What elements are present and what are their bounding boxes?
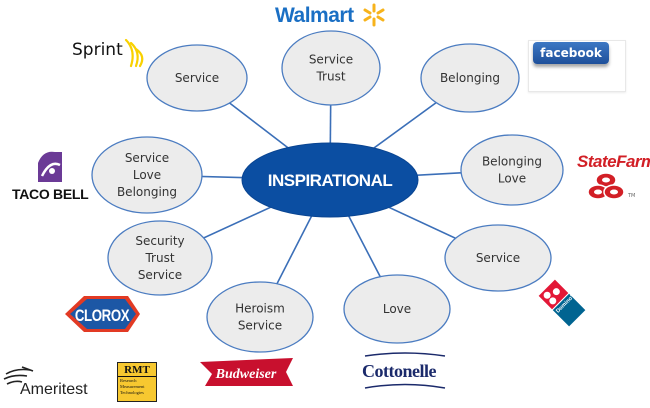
- node-dominos: Service: [444, 224, 552, 292]
- node-shape: [91, 136, 203, 214]
- node-label: Belonging: [440, 71, 500, 85]
- budweiser-text: Budweiser: [215, 367, 277, 382]
- center-node-shape: [241, 142, 419, 218]
- node-shape: [206, 281, 314, 353]
- node-label: Security: [135, 234, 184, 248]
- ameritest-horse-icon: [3, 366, 34, 385]
- sprint-swoosh-icon: [124, 38, 144, 68]
- tacobell-logo: TACO BELL: [12, 186, 89, 202]
- node-label: Service: [138, 268, 182, 282]
- clorox-logo: CLOROX: [65, 296, 140, 332]
- node-label: Heroism: [235, 302, 285, 316]
- sprint-logo: Sprint: [72, 40, 123, 60]
- node-label: Service: [238, 319, 282, 333]
- facebook-logo: facebook: [528, 40, 626, 92]
- node-label: Love: [133, 168, 161, 182]
- center-node: INSPIRATIONAL: [241, 142, 419, 218]
- walmart-logo: Walmart: [275, 4, 354, 27]
- rmt-subtitle-line: Research: [120, 378, 137, 383]
- node-label: Service: [125, 151, 169, 165]
- clorox-text: CLOROX: [75, 307, 130, 326]
- node-shape: [146, 44, 248, 112]
- rmt-subtitle-line: Technologies: [120, 390, 144, 395]
- node-sprint: Service: [146, 44, 248, 112]
- node-label: Service: [175, 71, 219, 85]
- facebook-logo-text: facebook: [533, 42, 609, 64]
- node-label: Belonging: [117, 185, 177, 199]
- node-shape: [107, 220, 213, 296]
- rmt-subtitle: Research Measurement Technologies: [120, 378, 145, 396]
- walmart-spark-icon: [363, 3, 385, 27]
- cottonelle-swoosh-lines: [364, 352, 446, 389]
- node-shape: [420, 43, 520, 113]
- node-label: Trust: [144, 251, 174, 265]
- budweiser-logo: Budweiser: [200, 358, 293, 386]
- statefarm-rings-icon: [587, 172, 625, 200]
- rmt-subtitle-line: Measurement: [120, 384, 145, 389]
- statefarm-logo: StateFarm: [577, 152, 650, 171]
- cottonelle-logo: Cottonelle: [362, 361, 436, 381]
- node-shape: [444, 224, 552, 292]
- node-facebook: Belonging: [420, 43, 520, 113]
- node-cottonelle: Love: [343, 274, 451, 344]
- dominos-logo: [537, 278, 587, 328]
- node-label: Love: [498, 172, 526, 186]
- rmt-logo: RMT Research Measurement Technologies: [117, 362, 157, 402]
- tacobell-bell-icon: [38, 151, 62, 182]
- node-label: Service: [476, 251, 520, 265]
- center-node-label: INSPIRATIONAL: [268, 171, 393, 190]
- node-label: Love: [383, 302, 411, 316]
- statefarm-tm: TM: [627, 193, 635, 199]
- node-label: Service: [309, 53, 353, 67]
- ameritest-logo: Ameritest: [20, 381, 88, 398]
- node-shape: [281, 30, 381, 106]
- rmt-title: RMT: [118, 364, 156, 377]
- node-shape: [460, 134, 564, 206]
- node-shape: [343, 274, 451, 344]
- node-label: Trust: [315, 70, 345, 84]
- node-label: Belonging: [482, 155, 542, 169]
